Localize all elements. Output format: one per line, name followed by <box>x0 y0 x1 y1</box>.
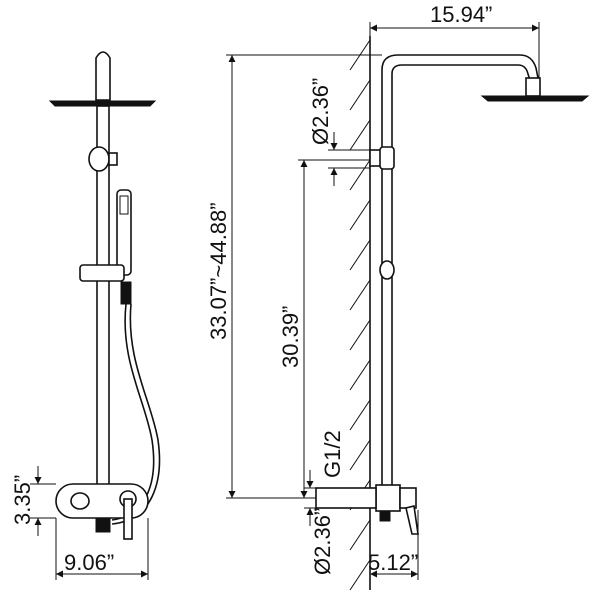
dim-valve-width: 9.06” <box>64 550 114 575</box>
wall-hatching <box>349 39 371 591</box>
diverter-knob <box>88 146 110 172</box>
inlet-pipe <box>315 487 377 509</box>
dim-top-inlet: Ø2.36” <box>308 78 333 145</box>
hand-shower-nozzle <box>119 195 129 215</box>
dim-bottom-inlet: Ø2.36” <box>310 508 335 575</box>
head-connector <box>525 77 541 97</box>
valve-cap <box>70 492 90 510</box>
front-view: 3.35” 9.06” <box>10 51 161 580</box>
hand-shower <box>116 189 132 276</box>
valve-handle-side <box>399 487 417 509</box>
dim-rail-height: 30.39” <box>278 306 303 368</box>
valve-body-side <box>375 484 401 512</box>
dim-arm-length: 15.94” <box>430 2 492 27</box>
dim-valve-height: 3.35” <box>10 475 35 525</box>
rain-shower-head <box>48 100 157 107</box>
valve-lever <box>405 505 419 535</box>
valve-outlet <box>379 510 391 522</box>
thread-label: G1/2 <box>320 430 345 478</box>
slide-bar-holder <box>79 264 125 282</box>
diverter-spout <box>108 152 118 166</box>
dim-valve-depth: 5.12” <box>368 550 418 575</box>
riser-and-arm-inner <box>391 64 531 485</box>
dim-total-height: 33.07”~44.88” <box>206 202 231 340</box>
height-adjust-knob <box>379 260 395 280</box>
top-bracket-clamp <box>379 146 395 170</box>
side-view: 15.94” 33.07”~44.88” Ø2.36” 30.39” G1/2 … <box>206 2 590 591</box>
valve-handle <box>123 498 133 540</box>
hose-connector <box>120 281 132 305</box>
riser-and-arm-outer <box>381 54 539 485</box>
rain-shower-head-side <box>480 95 590 102</box>
shower-arm-top <box>95 51 111 101</box>
bottom-outlet <box>95 517 111 533</box>
